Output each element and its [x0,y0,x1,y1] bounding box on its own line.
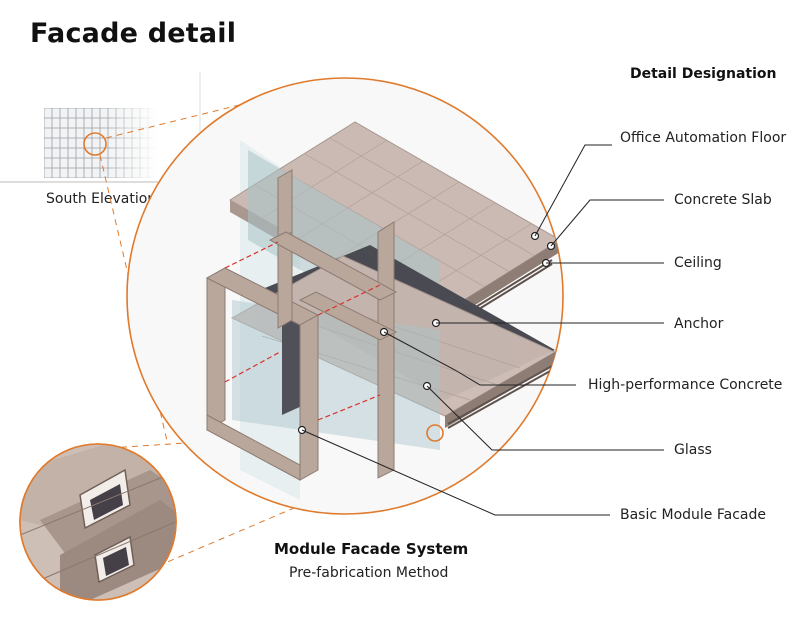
detail-designation-heading: Detail Designation [630,66,777,82]
label-concrete-slab: Concrete Slab [674,192,772,208]
label-glass: Glass [674,442,712,458]
anchor-detail-circle [19,443,177,601]
label-anchor: Anchor [674,316,724,332]
label-office-automation-floor: Office Automation Floor [620,130,787,146]
page-title: Facade detail [30,18,237,49]
label-basic-module-facade: Basic Module Facade [620,507,766,523]
system-title: Module Facade System [274,540,469,558]
label-ceiling: Ceiling [674,255,722,271]
label-high-performance-concrete: High-performance Concrete [588,377,783,393]
anchor-highlight-circle [426,424,444,442]
building-model [205,121,561,500]
callout-lines [301,144,664,516]
south-elevation-label: South Elevation [46,191,157,207]
south-elevation-thumbnail [0,72,201,183]
system-subtitle: Pre-fabrication Method [289,565,449,581]
elevation-highlight-circle [83,132,107,156]
